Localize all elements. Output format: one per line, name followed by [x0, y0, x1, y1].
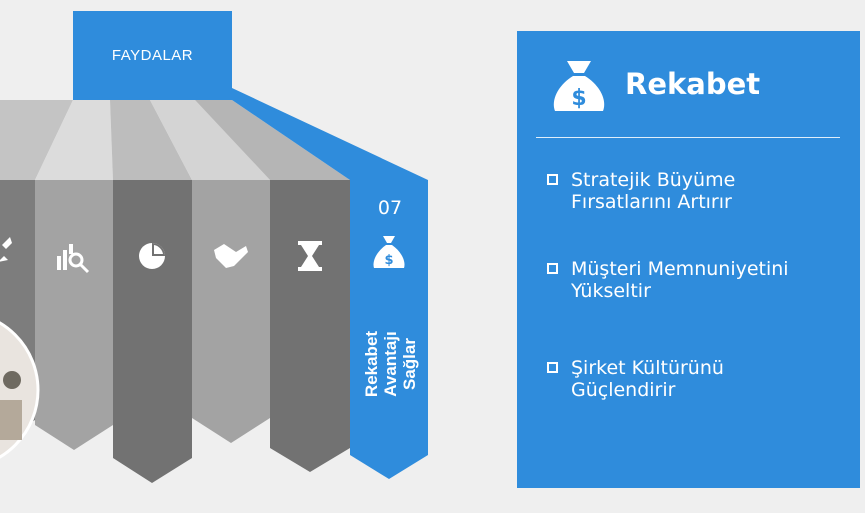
strip-4 — [270, 180, 350, 472]
active-tab-label: Rekabet Avantajı Sağlar — [360, 292, 420, 436]
benefit-item: Stratejik Büyüme Fırsatlarını Artırır — [547, 169, 821, 213]
benefit-line2: Fırsatlarını Artırır — [571, 191, 732, 213]
pie-chart-icon — [139, 243, 165, 269]
strip-2 — [113, 180, 192, 483]
benefit-line1: Şirket Kültürünü — [571, 357, 724, 379]
photo-detail — [3, 371, 21, 389]
panel-title: Rekabet — [625, 67, 761, 101]
header-faydalar: FAYDALAR — [73, 11, 232, 100]
money-bag-icon: $ — [373, 236, 405, 268]
benefit-line1: Stratejik Büyüme — [571, 169, 736, 191]
panel-divider — [536, 137, 840, 138]
fan-ray — [195, 100, 350, 180]
hourglass-icon — [298, 241, 322, 271]
detail-panel: $ Rekabet Stratejik Büyüme Fırsatlarını … — [517, 31, 860, 488]
header-label: FAYDALAR — [111, 47, 194, 64]
active-tab-label-line3: Sağlar — [399, 338, 419, 390]
rocket-icon — [0, 237, 12, 262]
active-tab-number: 07 — [377, 197, 403, 219]
checkbox-icon — [547, 174, 558, 185]
checkbox-icon — [547, 263, 558, 274]
active-tab-label-line2: Avantajı — [380, 331, 400, 397]
active-connector — [232, 88, 428, 180]
svg-text:$: $ — [571, 86, 586, 111]
strip-3 — [192, 180, 270, 443]
handshake-icon — [214, 244, 248, 268]
fan-ray — [0, 100, 73, 180]
photo-detail — [0, 400, 22, 440]
checkbox-icon — [547, 362, 558, 373]
svg-text:$: $ — [384, 253, 393, 268]
fan-ray — [150, 100, 270, 180]
fan-ray — [110, 100, 192, 180]
strip-active[interactable] — [350, 180, 428, 479]
benefit-line2: Yükseltir — [571, 280, 651, 302]
benefit-item: Müşteri Memnuniyetini Yükseltir — [547, 258, 821, 302]
benefit-item: Şirket Kültürünü Güçlendirir — [547, 357, 821, 401]
money-bag-icon: $ — [553, 61, 605, 111]
benefit-line1: Müşteri Memnuniyetini — [571, 258, 789, 280]
chart-search-icon — [57, 244, 90, 274]
strip-1 — [35, 180, 113, 450]
fan-ray — [35, 100, 113, 180]
active-tab-label-line1: Rekabet — [361, 330, 381, 398]
benefit-line2: Güçlendirir — [571, 379, 676, 401]
